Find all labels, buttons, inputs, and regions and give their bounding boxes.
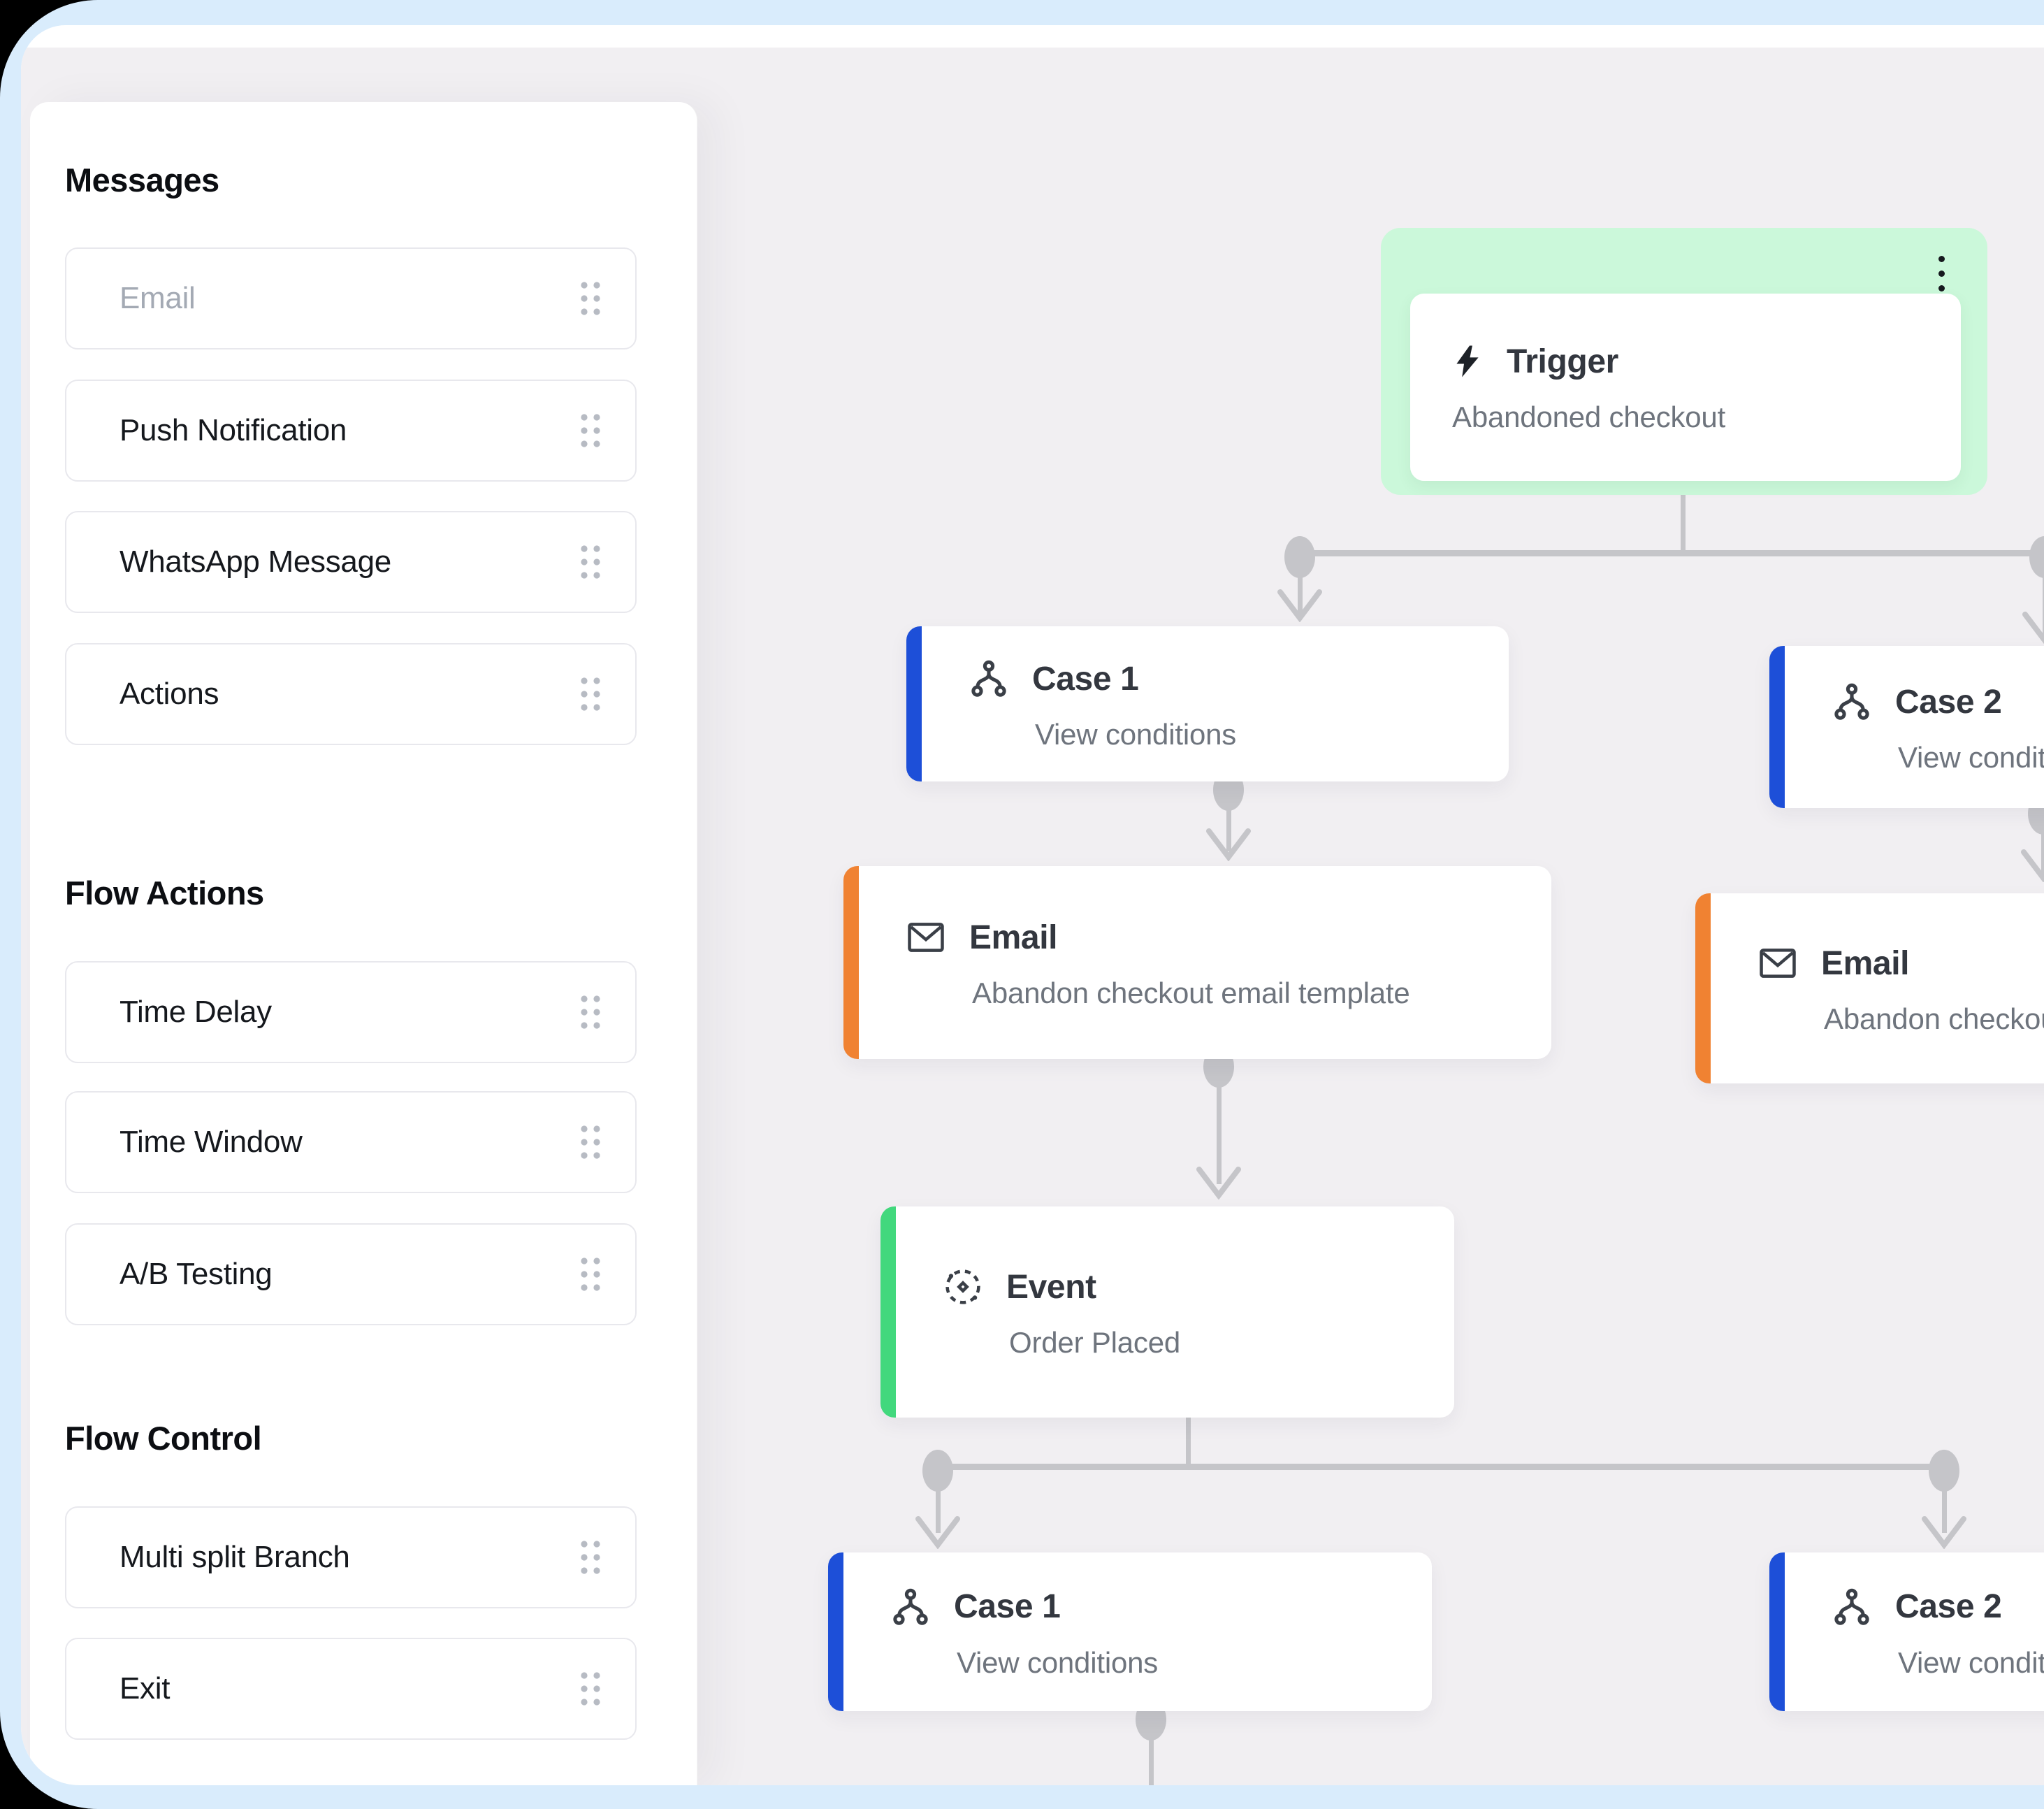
sidebar-item-label: Actions <box>119 677 219 711</box>
node-title: Trigger <box>1507 343 1618 380</box>
connector-line <box>1186 1418 1191 1466</box>
node-trigger[interactable]: Trigger Abandoned checkout <box>1381 228 1987 495</box>
sidebar-item-email[interactable]: Email <box>65 247 637 349</box>
node-title: Case 2 <box>1895 683 2002 721</box>
drag-handle-icon[interactable] <box>577 993 604 1032</box>
node-title: Case 1 <box>1032 660 1139 698</box>
connector-endpoint <box>922 1450 953 1492</box>
section-heading-messages: Messages <box>65 161 219 199</box>
trigger-card: Trigger Abandoned checkout <box>1410 294 1961 481</box>
drag-handle-icon[interactable] <box>577 542 604 582</box>
node-subtitle: View conditions <box>1898 741 2044 774</box>
drag-handle-icon[interactable] <box>577 1538 604 1577</box>
node-subtitle: View conditions <box>1898 1645 2044 1679</box>
connector-arrow-icon <box>1196 1167 1241 1199</box>
sidebar-item-label: A/B Testing <box>119 1257 273 1291</box>
drag-handle-icon[interactable] <box>577 411 604 450</box>
section-heading-flow-actions: Flow Actions <box>65 874 264 911</box>
node-subtitle: Abandoned checkout <box>1452 401 1726 433</box>
node-subtitle: Order Placed <box>1009 1326 1181 1359</box>
drag-handle-icon[interactable] <box>577 279 604 318</box>
node-case2-bottom[interactable]: Case 2 View conditions <box>1769 1552 2044 1711</box>
node-title: Case 2 <box>1895 1588 2002 1625</box>
drag-handle-icon[interactable] <box>577 1123 604 1162</box>
connector-line <box>2041 826 2044 874</box>
drag-handle-icon[interactable] <box>577 1255 604 1294</box>
node-case1-top[interactable]: Case 1 View conditions <box>906 626 1509 781</box>
envelope-icon <box>904 915 948 960</box>
sidebar-item-label: Time Delay <box>119 995 272 1029</box>
connector-arrow-icon <box>1206 828 1251 861</box>
sidebar-item-actions[interactable]: Actions <box>65 643 637 745</box>
node-case1-bottom[interactable]: Case 1 View conditions <box>828 1552 1432 1711</box>
app-window: Messages Email Push Notification <box>21 25 2044 1785</box>
sidebar-item-label: Push Notification <box>119 413 347 447</box>
node-case2-top[interactable]: Case 2 View conditions <box>1769 646 2044 808</box>
sidebar-item-ab-testing[interactable]: A/B Testing <box>65 1223 637 1325</box>
split-branch-icon <box>1829 1585 1874 1629</box>
node-subtitle: View conditions <box>1035 718 1237 751</box>
node-event[interactable]: Event Order Placed <box>880 1206 1454 1418</box>
node-email-right[interactable]: Email Abandon checkout email template <box>1695 893 2044 1083</box>
sidebar-item-exit[interactable]: Exit <box>65 1638 637 1740</box>
sidebar-item-label: Email <box>119 281 196 315</box>
node-subtitle: Abandon checkout email template <box>1824 1002 2044 1035</box>
connector-line <box>1300 550 2044 556</box>
sidebar-item-whatsapp-message[interactable]: WhatsApp Message <box>65 511 637 613</box>
connector-line <box>2043 574 2044 637</box>
node-email-left[interactable]: Email Abandon checkout email template <box>843 866 1551 1059</box>
connector-arrow-icon <box>1922 1516 1966 1549</box>
drag-handle-icon[interactable] <box>577 675 604 714</box>
sidebar-item-label: WhatsApp Message <box>119 545 391 579</box>
drag-handle-icon[interactable] <box>577 1669 604 1708</box>
connector-endpoint <box>1284 536 1315 578</box>
connector-arrow-icon <box>2021 849 2044 882</box>
node-subtitle: Abandon checkout email template <box>972 976 1410 1009</box>
connector-line <box>1681 470 1686 554</box>
connector-endpoint <box>1929 1450 1959 1492</box>
connector-line <box>938 1464 1944 1470</box>
kebab-menu-icon[interactable] <box>1925 246 1958 301</box>
lightning-bolt-icon <box>1449 340 1486 382</box>
connector-endpoint <box>2029 536 2044 578</box>
sidebar-item-time-window[interactable]: Time Window <box>65 1091 637 1193</box>
node-title: Event <box>1006 1268 1096 1306</box>
split-branch-icon <box>888 1585 933 1629</box>
sidebar-item-multi-split-branch[interactable]: Multi split Branch <box>65 1506 637 1608</box>
connector-arrow-icon <box>1277 589 1322 622</box>
envelope-icon <box>1755 941 1800 986</box>
connector-arrow-icon <box>2022 612 2044 644</box>
connector-line <box>1149 1731 1154 1785</box>
connector-arrow-icon <box>915 1516 960 1549</box>
sidebar-item-time-delay[interactable]: Time Delay <box>65 961 637 1063</box>
node-subtitle: View conditions <box>957 1645 1159 1679</box>
connector-line <box>1942 1487 1947 1533</box>
sidebar: Messages Email Push Notification <box>30 102 697 1785</box>
node-title: Case 1 <box>954 1588 1061 1625</box>
section-heading-flow-control: Flow Control <box>65 1420 262 1457</box>
connector-line <box>936 1487 941 1533</box>
sidebar-item-label: Multi split Branch <box>119 1540 350 1574</box>
connector-line <box>1226 801 1231 851</box>
event-icon <box>941 1264 985 1309</box>
node-title: Email <box>969 918 1058 956</box>
split-branch-icon <box>966 656 1011 701</box>
sidebar-item-label: Exit <box>119 1671 171 1706</box>
sidebar-item-push-notification[interactable]: Push Notification <box>65 380 637 482</box>
connector-line <box>1298 574 1303 616</box>
connector-line <box>1217 1079 1222 1184</box>
split-branch-icon <box>1829 679 1874 724</box>
node-title: Email <box>1821 944 1910 982</box>
sidebar-item-label: Time Window <box>119 1125 303 1159</box>
